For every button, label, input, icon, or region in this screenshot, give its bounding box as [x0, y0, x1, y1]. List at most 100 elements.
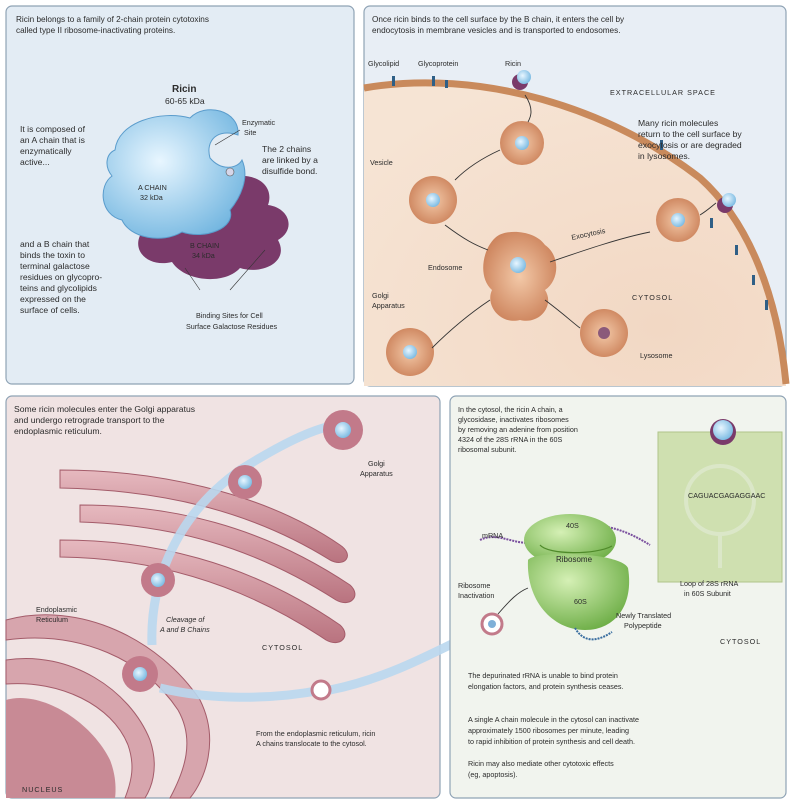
ricin-size: 60-65 kDa: [165, 96, 205, 106]
svg-text:approximately 1500 ribosomes p: approximately 1500 ribosomes per minute,…: [468, 726, 629, 735]
svg-text:endoplasmic reticulum.: endoplasmic reticulum.: [14, 426, 102, 436]
svg-text:It is composed of: It is composed of: [20, 124, 86, 134]
extracellular-label: EXTRACELLULAR SPACE: [610, 88, 716, 97]
svg-text:in lysosomes.: in lysosomes.: [638, 151, 690, 161]
ricin-label: Ricin: [505, 59, 521, 68]
disulfide-2: are linked by a: [262, 155, 318, 165]
svg-text:Golgi: Golgi: [368, 459, 385, 468]
b-chain-text-3: terminal galactose: [20, 261, 90, 271]
p1-intro-2: called type II ribosome-inactivating pro…: [16, 26, 175, 35]
a-chain-text-1: It is composed of: [20, 124, 86, 134]
svg-text:In the cytosol, the ricin A ch: In the cytosol, the ricin A chain, a: [458, 405, 563, 414]
svg-text:EXTRACELLULAR SPACE: EXTRACELLULAR SPACE: [610, 88, 716, 97]
p4-intro-5: ribosomal subunit.: [458, 445, 516, 454]
svg-text:in 60S Subunit: in 60S Subunit: [684, 589, 731, 598]
svg-text:34 kDa: 34 kDa: [192, 251, 215, 260]
polypeptide-1: Newly Translated: [616, 611, 671, 620]
svg-text:glycosidase, inactivates ribos: glycosidase, inactivates ribosomes: [458, 415, 569, 424]
vesicle-label: Vesicle: [370, 158, 393, 167]
b-chain-text-5: teins and glycolipids: [20, 283, 97, 293]
glycolipid-label: Glycolipid: [368, 59, 399, 68]
b-chain-text-7: surface of cells.: [20, 305, 80, 315]
p1-intro-1: Ricin belongs to a family of 2-chain pro…: [16, 15, 209, 24]
svg-text:Endosome: Endosome: [428, 263, 462, 272]
endosome-label: Endosome: [428, 263, 462, 272]
ribosome-label: Ribosome: [556, 555, 593, 564]
svg-text:teins and glycolipids: teins and glycolipids: [20, 283, 97, 293]
svg-text:Binding Sites for Cell: Binding Sites for Cell: [196, 311, 263, 320]
binding-sites-1: Binding Sites for Cell: [196, 311, 263, 320]
cytosol-label-p4: CYTOSOL: [720, 637, 761, 646]
b-chain-label-2: 34 kDa: [192, 251, 215, 260]
svg-text:From the endoplasmic reticulum: From the endoplasmic reticulum, ricin: [256, 729, 375, 738]
svg-text:Surface Galactose Residues: Surface Galactose Residues: [186, 322, 277, 331]
svg-text:CYTOSOL: CYTOSOL: [632, 293, 673, 302]
p2-intro-2: endocytosis in membrane vesicles and is …: [372, 26, 620, 35]
ribosome-inactivation-1: Ribosome: [458, 581, 490, 590]
svg-text:endocytosis in membrane vesicl: endocytosis in membrane vesicles and is …: [372, 26, 620, 35]
svg-text:A and B Chains: A and B Chains: [159, 625, 210, 634]
cleavage-label-1: Cleavage of: [166, 615, 205, 624]
svg-text:Ricin: Ricin: [172, 84, 196, 95]
svg-text:40S: 40S: [566, 521, 579, 530]
nucleus-label: NUCLEUS: [22, 785, 63, 794]
svg-text:residues on glycopro-: residues on glycopro-: [20, 272, 102, 282]
svg-text:Enzymatic: Enzymatic: [242, 118, 276, 127]
apoptosis-2: (eg, apoptosis).: [468, 770, 518, 779]
svg-text:Loop of 28S rRNA: Loop of 28S rRNA: [680, 579, 739, 588]
b-chain-text-4: residues on glycopro-: [20, 272, 102, 282]
golgi-label-p2-1: Golgi: [372, 291, 389, 300]
svg-text:B CHAIN: B CHAIN: [190, 241, 219, 250]
svg-text:elongation factors, and protei: elongation factors, and protein synthesi…: [468, 682, 623, 691]
mrna-label: mRNA: [482, 531, 503, 540]
ricin-title: Ricin: [172, 84, 196, 95]
er-label-1: Endoplasmic: [36, 605, 78, 614]
p3-intro-2: and undergo retrograde transport to the: [14, 415, 165, 425]
depurinated-2: elongation factors, and protein synthesi…: [468, 682, 623, 691]
disulfide-3: disulfide bond.: [262, 166, 317, 176]
p2-intro-1: Once ricin binds to the cell surface by …: [372, 15, 625, 24]
ribosome-inactivation-2: Inactivation: [458, 591, 494, 600]
svg-text:and a B chain that: and a B chain that: [20, 239, 90, 249]
translocate-2: A chains translocate to the cytosol.: [256, 739, 367, 748]
svg-text:by removing an adenine from po: by removing an adenine from position: [458, 425, 578, 434]
b-chain-label-1: B CHAIN: [190, 241, 219, 250]
a-chain-text-3: enzymatically: [20, 146, 72, 156]
svg-text:Site: Site: [244, 128, 256, 137]
svg-text:enzymatically: enzymatically: [20, 146, 72, 156]
golgi-label-p3-2: Apparatus: [360, 469, 393, 478]
cytosol-label-p3: CYTOSOL: [262, 643, 303, 652]
enzymatic-site-2: Site: [244, 128, 256, 137]
panel-endocytosis: Once ricin binds to the cell surface by …: [364, 6, 786, 386]
translocate-1: From the endoplasmic reticulum, ricin: [256, 729, 375, 738]
svg-text:Ricin: Ricin: [505, 59, 521, 68]
svg-text:A chains translocate to the cy: A chains translocate to the cytosol.: [256, 739, 367, 748]
er-label-2: Reticulum: [36, 615, 68, 624]
svg-text:Ribosome: Ribosome: [556, 555, 593, 564]
svg-text:The 2 chains: The 2 chains: [262, 144, 311, 154]
svg-text:disulfide bond.: disulfide bond.: [262, 166, 317, 176]
p4-intro-1: In the cytosol, the ricin A chain, a: [458, 405, 563, 414]
loop-sequence: CAGUACGAGAGGAAC: [688, 491, 765, 500]
svg-text:Golgi: Golgi: [372, 291, 389, 300]
svg-text:Ribosome: Ribosome: [458, 581, 490, 590]
svg-text:binds the toxin to: binds the toxin to: [20, 250, 85, 260]
lysosome-label: Lysosome: [640, 351, 673, 360]
p3-intro-3: endoplasmic reticulum.: [14, 426, 102, 436]
svg-text:Apparatus: Apparatus: [360, 469, 393, 478]
svg-text:active...: active...: [20, 157, 50, 167]
svg-text:Polypeptide: Polypeptide: [624, 621, 662, 630]
svg-text:The depurinated rRNA is unable: The depurinated rRNA is unable to bind p…: [468, 671, 618, 680]
loop-label-1: Loop of 28S rRNA: [680, 579, 739, 588]
svg-text:Newly Translated: Newly Translated: [616, 611, 671, 620]
panel-ribosome-inactivation: In the cytosol, the ricin A chain, a gly…: [450, 396, 786, 798]
single-chain-1: A single A chain molecule in the cytosol…: [468, 715, 639, 724]
cytosol-label-p2: CYTOSOL: [632, 293, 673, 302]
svg-text:Ricin may also mediate other c: Ricin may also mediate other cytotoxic e…: [468, 759, 614, 768]
loop-label-2: in 60S Subunit: [684, 589, 731, 598]
svg-text:60S: 60S: [574, 597, 587, 606]
svg-text:Inactivation: Inactivation: [458, 591, 494, 600]
svg-text:Reticulum: Reticulum: [36, 615, 68, 624]
svg-text:Some ricin molecules enter the: Some ricin molecules enter the Golgi app…: [14, 404, 195, 414]
svg-text:Apparatus: Apparatus: [372, 301, 405, 310]
